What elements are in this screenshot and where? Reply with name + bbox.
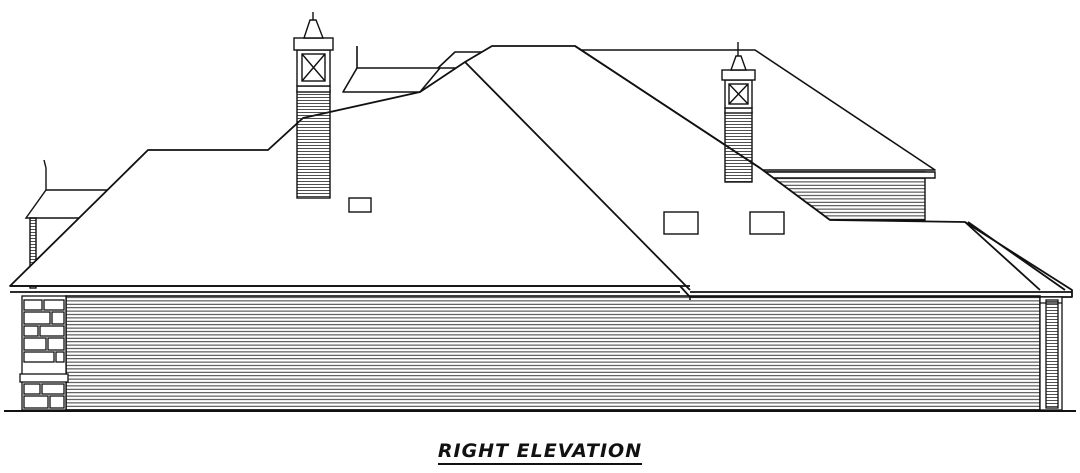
main-wall [65, 295, 1041, 411]
drawing-title: RIGHT ELEVATION [0, 440, 1080, 465]
left-chimney [293, 12, 334, 199]
stone-column [19, 295, 69, 411]
right-porch-post [1039, 296, 1063, 411]
right-chimney [721, 42, 756, 183]
roof-vents [348, 197, 785, 235]
drawing-title-text: RIGHT ELEVATION [437, 440, 643, 465]
